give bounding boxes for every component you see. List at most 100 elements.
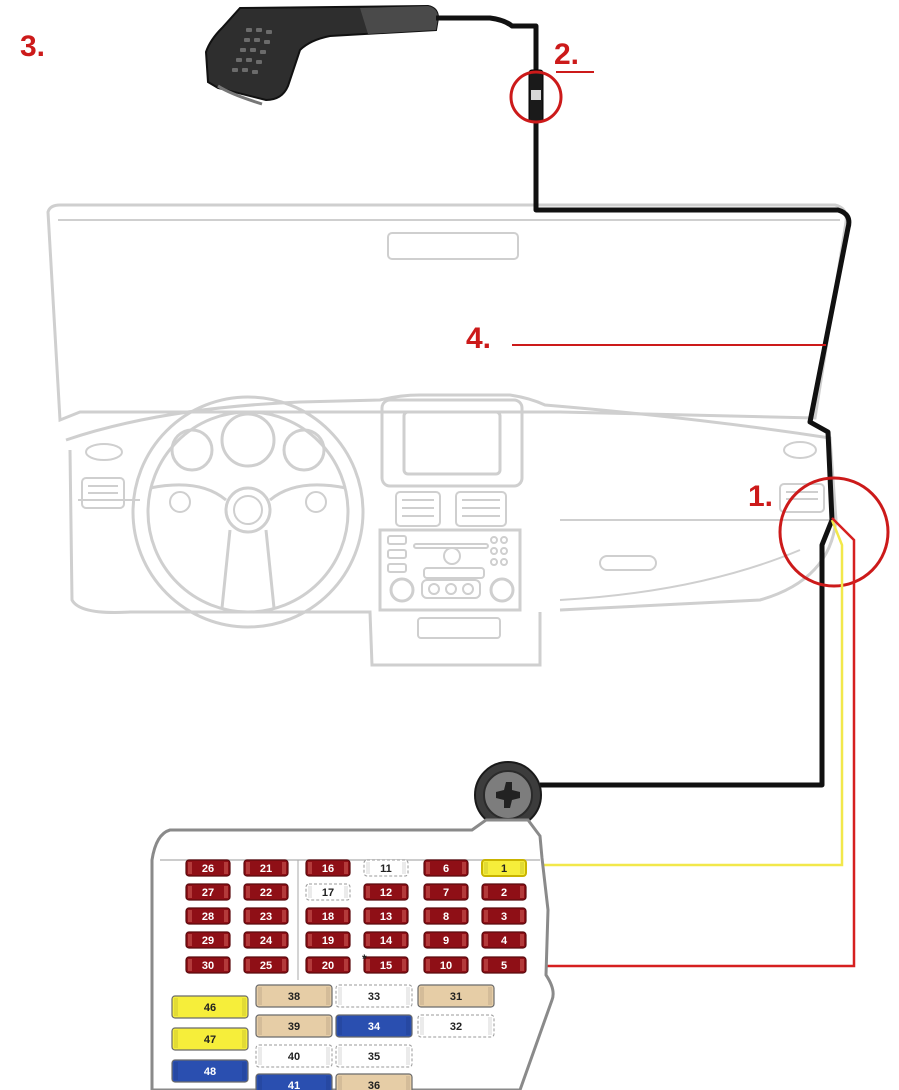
- fuse-label: 41: [288, 1080, 300, 1090]
- step3-label: 3.: [20, 30, 45, 63]
- fuse-label: 2: [501, 887, 507, 899]
- windshield: [46, 203, 848, 423]
- fuse-18: 18: [305, 907, 351, 925]
- dashboard: [65, 393, 838, 667]
- fuse-label: 30: [202, 960, 214, 972]
- acc-wire: [527, 519, 844, 870]
- fuse-32: 32: [417, 1014, 495, 1038]
- fuse-label: 5: [501, 960, 507, 972]
- fuse-label: 17: [322, 887, 334, 899]
- fuse-label: 20: [322, 960, 334, 972]
- step1-marker: 1.: [748, 476, 890, 588]
- fuse-17: 17: [305, 883, 351, 901]
- fuse-4: 4: [481, 931, 527, 949]
- fuse-3: 3: [481, 907, 527, 925]
- fuse-29: 29: [185, 931, 231, 949]
- fuse-label: 23: [260, 911, 272, 923]
- fuse-10: 10: [423, 956, 469, 974]
- fuse-label: 38: [288, 991, 300, 1003]
- step2-label: 2.: [554, 38, 579, 71]
- fuse-33: 33: [335, 984, 413, 1008]
- fuse-label: 27: [202, 887, 214, 899]
- star-mark: *: [362, 952, 367, 966]
- fuse-2: 2: [481, 883, 527, 901]
- dash-camera-icon: [204, 4, 440, 106]
- fuse-label: 25: [260, 960, 272, 972]
- fuse-label: 39: [288, 1021, 300, 1033]
- fuse-label: 48: [204, 1066, 216, 1078]
- step2-marker: 2.: [509, 38, 594, 124]
- fuse-19: 19: [305, 931, 351, 949]
- fuse-13: 13: [363, 907, 409, 925]
- fuse-24: 24: [243, 931, 289, 949]
- fuse-label: 6: [443, 863, 449, 875]
- fuse-label: 12: [380, 887, 392, 899]
- fuse-48: 48: [171, 1059, 249, 1083]
- fuse-label: 31: [450, 991, 462, 1003]
- fuse-5: 5: [481, 956, 527, 974]
- fuse-label: 10: [440, 960, 452, 972]
- fuse-label: 46: [204, 1002, 216, 1014]
- fuse-39: 39: [255, 1014, 333, 1038]
- fuse-label: 36: [368, 1080, 380, 1090]
- fuse-label: 8: [443, 911, 449, 923]
- fuse-34: 34: [335, 1014, 413, 1038]
- fuse-label: 47: [204, 1034, 216, 1046]
- fuse-label: 15: [380, 960, 392, 972]
- fuse-label: 16: [322, 863, 334, 875]
- fuse-26: 26: [185, 859, 231, 877]
- fuse-46: 46: [171, 995, 249, 1019]
- step1-label: 1.: [748, 480, 773, 513]
- fuse-label: 32: [450, 1021, 462, 1033]
- fuse-label: 1: [501, 863, 507, 875]
- fuse-41: 41: [255, 1073, 333, 1090]
- fuse-label: 34: [368, 1021, 381, 1033]
- fuse-label: 14: [380, 935, 393, 947]
- fuse-label: 22: [260, 887, 272, 899]
- fuse-16: 16: [305, 859, 351, 877]
- fuse-40: 40: [255, 1044, 333, 1068]
- fuse-31: 31: [417, 984, 495, 1008]
- fuse-35: 35: [335, 1044, 413, 1068]
- fuse-25: 25: [243, 956, 289, 974]
- fuse-12: 12: [363, 883, 409, 901]
- fuse-label: 24: [260, 935, 273, 947]
- fuse-label: 28: [202, 911, 214, 923]
- fuse-6: 6: [423, 859, 469, 877]
- fuse-label: 26: [202, 863, 214, 875]
- fuse-8: 8: [423, 907, 469, 925]
- fuse-label: 40: [288, 1051, 300, 1063]
- fuse-label: 35: [368, 1051, 380, 1063]
- fuse-27: 27: [185, 883, 231, 901]
- camera-cable: [436, 15, 852, 788]
- fuse-7: 7: [423, 883, 469, 901]
- fuse-label: 29: [202, 935, 214, 947]
- step4-label: 4.: [466, 322, 491, 355]
- fuse-1: 1: [481, 859, 527, 877]
- fuse-23: 23: [243, 907, 289, 925]
- fuse-label: 33: [368, 991, 380, 1003]
- fuse-9: 9: [423, 931, 469, 949]
- fuse-14: 14: [363, 931, 409, 949]
- fuse-label: 13: [380, 911, 392, 923]
- fuse-label: 7: [443, 887, 449, 899]
- step4-marker: 4.: [466, 322, 826, 355]
- fuse-47: 47: [171, 1027, 249, 1051]
- fuse-label: 19: [322, 935, 334, 947]
- fuse-22: 22: [243, 883, 289, 901]
- fuse-label: 11: [380, 863, 392, 875]
- fuse-15: 15 *: [362, 952, 409, 974]
- fuse-label: 9: [443, 935, 449, 947]
- fuse-36: 36: [335, 1073, 413, 1090]
- power-wire: [527, 517, 856, 968]
- fuse-label: 18: [322, 911, 334, 923]
- fuse-20: 20: [305, 956, 351, 974]
- fuse-38: 38: [255, 984, 333, 1008]
- fuse-label: 21: [260, 863, 272, 875]
- ground-screw-icon: [474, 761, 542, 829]
- fuse-label: 3: [501, 911, 507, 923]
- fuse-30: 30: [185, 956, 231, 974]
- fuse-21: 21: [243, 859, 289, 877]
